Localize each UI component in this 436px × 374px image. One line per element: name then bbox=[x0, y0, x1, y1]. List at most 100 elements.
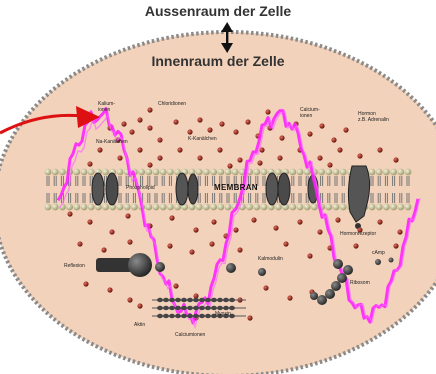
ion-dot bbox=[173, 119, 178, 124]
myosin-head bbox=[211, 306, 217, 310]
myosin-head bbox=[163, 314, 169, 318]
myosin-head bbox=[157, 306, 163, 310]
ion-dot bbox=[377, 219, 382, 224]
myosin-head bbox=[181, 314, 187, 318]
ribosome-unit bbox=[325, 289, 335, 299]
myosin-head bbox=[217, 306, 223, 310]
ion-dot bbox=[117, 155, 122, 160]
ion-dot bbox=[209, 241, 214, 246]
myosin-head bbox=[217, 298, 223, 302]
ion-dot bbox=[219, 121, 224, 126]
ion-dot bbox=[233, 227, 238, 232]
myosin-head bbox=[193, 306, 199, 310]
ion-dot bbox=[107, 287, 112, 292]
ion-dot bbox=[357, 153, 362, 158]
myosin-head bbox=[211, 298, 217, 302]
myosin-head bbox=[175, 306, 181, 310]
label-myosin: Myosin bbox=[215, 311, 231, 317]
myosin-head bbox=[223, 306, 229, 310]
myosin-head bbox=[223, 298, 229, 302]
ion-dot bbox=[177, 147, 182, 152]
ion-dot bbox=[157, 155, 162, 160]
ion-dot bbox=[193, 227, 198, 232]
myosin-head bbox=[199, 314, 205, 318]
ion-dot bbox=[189, 249, 194, 254]
label-na-channels: Na-Kanälchen bbox=[96, 139, 128, 145]
myosin-head bbox=[193, 298, 199, 302]
ion-dot bbox=[227, 163, 232, 168]
myosin-head bbox=[229, 306, 235, 310]
ion-dot bbox=[273, 225, 278, 230]
ion-dot bbox=[237, 247, 242, 252]
inner-space-label: Innenraum der Zelle bbox=[0, 53, 436, 69]
label-k-channels: K-Kanälchen bbox=[188, 136, 217, 142]
ion-dot bbox=[147, 162, 152, 167]
ion-dot bbox=[377, 147, 382, 152]
ribosome-unit bbox=[317, 295, 327, 305]
ion-dot bbox=[319, 123, 324, 128]
ion-dot bbox=[251, 217, 256, 222]
ion-dot bbox=[393, 157, 398, 162]
outer-space-label: Aussenraum der Zelle bbox=[0, 3, 436, 19]
label-camp: cAmp bbox=[372, 250, 385, 256]
ion-dot bbox=[247, 315, 252, 320]
ion-dot bbox=[83, 281, 88, 286]
label-hormone-receptor: Hormonrezeptor bbox=[340, 231, 376, 237]
ion-dot bbox=[307, 253, 312, 258]
label-calcium-ions-top: Calcium- ionen bbox=[300, 107, 320, 119]
myosin-head bbox=[229, 298, 235, 302]
ion-dot bbox=[335, 217, 340, 222]
ion-dot bbox=[87, 219, 92, 224]
ion-dot bbox=[121, 121, 126, 126]
ion-dot bbox=[157, 137, 162, 142]
label-kalium-ions: Kalium- ionen bbox=[98, 101, 115, 113]
myosin-head bbox=[199, 298, 205, 302]
ion-dot bbox=[169, 215, 174, 220]
myosin-head bbox=[169, 298, 175, 302]
myosin-head bbox=[205, 306, 211, 310]
ion-dot bbox=[97, 147, 102, 152]
ion-dot bbox=[187, 129, 192, 134]
myosin-head bbox=[181, 306, 187, 310]
ion-dot bbox=[287, 295, 292, 300]
ion-dot bbox=[87, 161, 92, 166]
myosin-head bbox=[181, 298, 187, 302]
ion-dot bbox=[173, 283, 178, 288]
ion-dot bbox=[245, 119, 250, 124]
myosin-head bbox=[187, 314, 193, 318]
ribosome-unit bbox=[343, 265, 353, 275]
ribosome-unit bbox=[337, 273, 347, 283]
ion-dot bbox=[127, 297, 132, 302]
ion-dot bbox=[331, 137, 336, 142]
ion-dot bbox=[217, 147, 222, 152]
ion-dot bbox=[397, 229, 402, 234]
myosin-head bbox=[199, 306, 205, 310]
ribosome-unit bbox=[310, 292, 318, 300]
ion-dot bbox=[147, 125, 152, 130]
ion-dot bbox=[317, 229, 322, 234]
ion-dot bbox=[137, 147, 142, 152]
label-hormone: Hormon z.B. Adrenalin bbox=[358, 111, 389, 123]
membrane-label: MEMBRAN bbox=[214, 183, 258, 192]
ion-dot bbox=[129, 129, 134, 134]
myosin-head bbox=[205, 298, 211, 302]
myosin-head bbox=[187, 306, 193, 310]
ribosome-unit bbox=[331, 281, 341, 291]
ion-dot bbox=[277, 155, 282, 160]
label-aktin: Aktin bbox=[134, 322, 145, 328]
myosin-head bbox=[163, 306, 169, 310]
ion-dot bbox=[307, 131, 312, 136]
myosin-head bbox=[169, 314, 175, 318]
myosin-head bbox=[157, 314, 163, 318]
ion-dot bbox=[197, 117, 202, 122]
ion-dot bbox=[127, 239, 132, 244]
ion-dot bbox=[263, 285, 268, 290]
ion-dot bbox=[137, 117, 142, 122]
ion-dot bbox=[211, 219, 216, 224]
ion-dot bbox=[317, 155, 322, 160]
ion-dot bbox=[109, 229, 114, 234]
ion-dot bbox=[147, 107, 152, 112]
ion-dot bbox=[297, 219, 302, 224]
ion-dot bbox=[327, 162, 332, 167]
